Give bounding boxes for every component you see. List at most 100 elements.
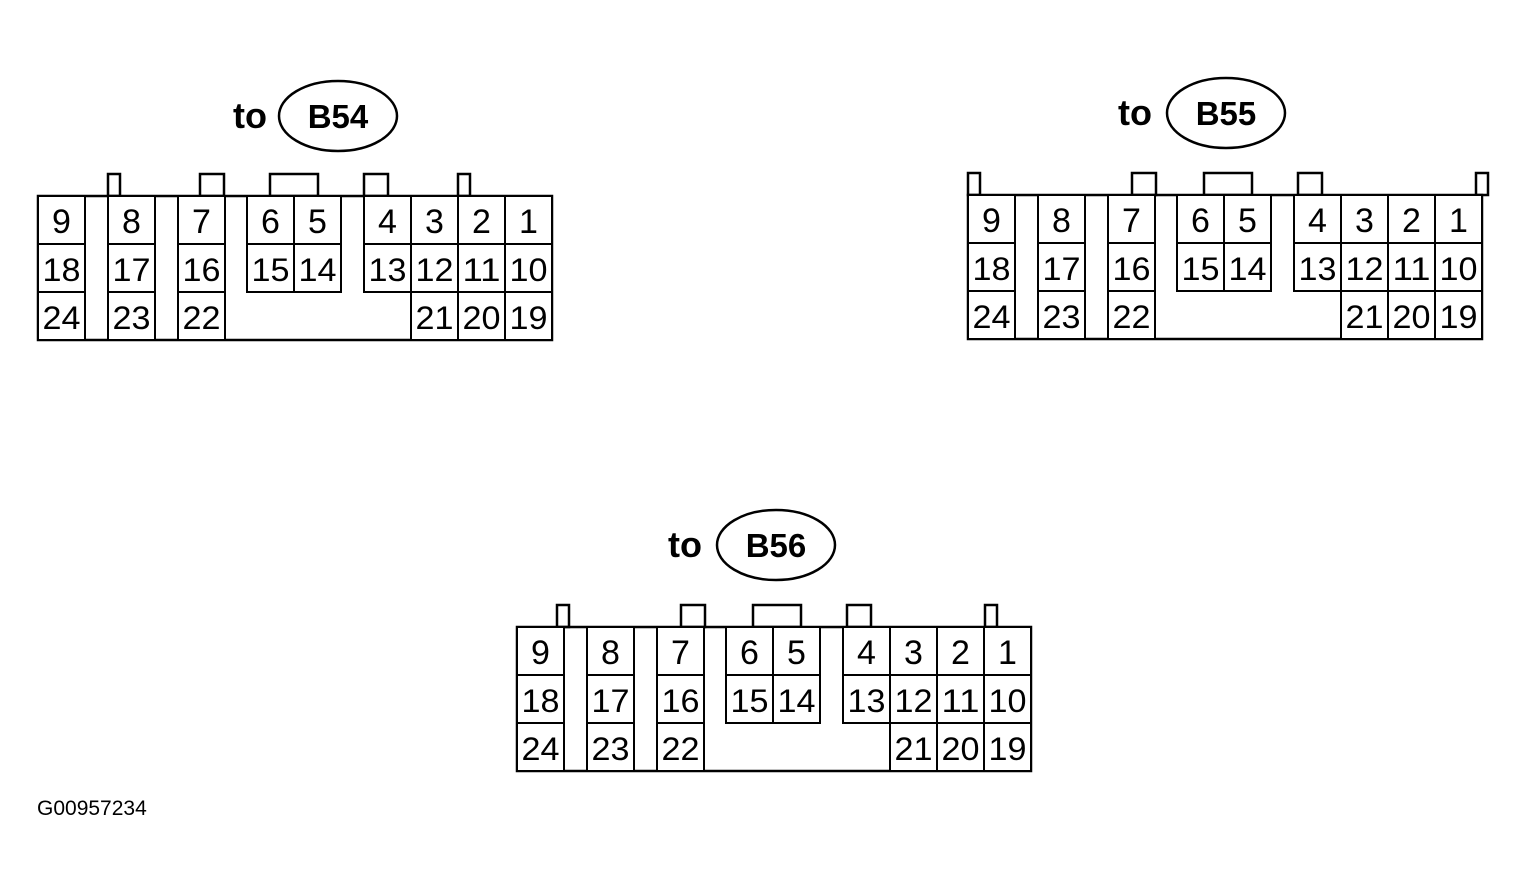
pin-cell (586, 722, 635, 772)
connector-label: B54 (308, 98, 369, 135)
pin-number: 11 (463, 252, 501, 288)
connector-label: B55 (1196, 95, 1257, 132)
pin-number: 14 (1229, 251, 1267, 287)
pin-number: 2 (951, 634, 970, 672)
pin-number: 8 (122, 203, 141, 241)
pin-number: 12 (1346, 251, 1384, 287)
connector-label-ellipse (715, 508, 837, 582)
pin-number: 12 (895, 683, 933, 719)
housing-tab (1296, 171, 1324, 197)
pin-cell (457, 243, 506, 293)
pin-number: 7 (192, 203, 211, 241)
pin-cell (504, 243, 553, 293)
housing-tab (845, 603, 873, 629)
pin-cell (504, 195, 553, 245)
pin-number: 15 (252, 252, 290, 288)
pin-cell (363, 243, 412, 293)
pin-cell (1223, 242, 1272, 292)
pin-number: 23 (113, 300, 151, 336)
pin-cell (967, 290, 1016, 340)
pin-cell (1176, 242, 1225, 292)
pin-number: 9 (982, 202, 1001, 240)
pin-cell (177, 291, 226, 341)
pin-cell (586, 674, 635, 724)
pin-number: 6 (740, 634, 759, 672)
pin-number: 18 (522, 683, 560, 719)
pin-number: 16 (183, 252, 221, 288)
pin-cell (983, 674, 1032, 724)
pin-cell (772, 674, 821, 724)
pin-number: 4 (378, 203, 397, 241)
pin-number: 22 (662, 731, 700, 767)
pin-number: 1 (998, 634, 1017, 672)
pin-number: 17 (1043, 251, 1081, 287)
pin-cell (363, 195, 412, 245)
connector-label: B56 (746, 527, 807, 564)
pin-number: 20 (463, 300, 501, 336)
housing-tab (1202, 171, 1254, 197)
pin-number: 5 (787, 634, 806, 672)
housing-tab (362, 172, 390, 198)
pin-cell (516, 722, 565, 772)
pin-number: 22 (1113, 299, 1151, 335)
pin-number: 21 (416, 300, 454, 336)
housing-tab (1474, 171, 1490, 197)
pin-number: 19 (989, 731, 1027, 767)
pin-number: 4 (1308, 202, 1327, 240)
pin-number: 21 (1346, 299, 1384, 335)
pin-cell (1340, 290, 1389, 340)
pin-cell (1223, 194, 1272, 244)
pin-cell (107, 291, 156, 341)
pin-number: 10 (989, 683, 1027, 719)
pin-cell (1387, 290, 1436, 340)
pin-cell (177, 243, 226, 293)
pin-cell (177, 195, 226, 245)
pin-number: 13 (1299, 251, 1337, 287)
housing-tab (268, 172, 320, 198)
pin-number: 3 (425, 203, 444, 241)
housing-tab (751, 603, 803, 629)
housing-tab (106, 172, 122, 198)
pin-number: 24 (43, 300, 81, 336)
pin-cell (725, 674, 774, 724)
figure-id: G00957234 (37, 797, 147, 820)
pin-number: 2 (1402, 202, 1421, 240)
pin-number: 16 (662, 683, 700, 719)
pin-number: 5 (308, 203, 327, 241)
pin-number: 3 (1355, 202, 1374, 240)
pin-number: 21 (895, 731, 933, 767)
pin-number: 6 (1191, 202, 1210, 240)
housing-tab (983, 603, 999, 629)
pin-cell (516, 674, 565, 724)
pin-number: 24 (973, 299, 1011, 335)
pin-number: 24 (522, 731, 560, 767)
housing-tab (456, 172, 472, 198)
pin-cell (1434, 242, 1483, 292)
pin-cell (107, 243, 156, 293)
connector-prefix: to (233, 95, 267, 136)
pin-number: 20 (942, 731, 980, 767)
pin-number: 16 (1113, 251, 1151, 287)
pin-number: 12 (416, 252, 454, 288)
pin-number: 1 (1449, 202, 1468, 240)
pin-number: 7 (671, 634, 690, 672)
pin-number: 19 (1440, 299, 1478, 335)
pin-cell (1107, 290, 1156, 340)
pin-cell (246, 195, 295, 245)
pin-number: 4 (857, 634, 876, 672)
pin-number: 9 (52, 203, 71, 241)
pin-number: 14 (778, 683, 816, 719)
pin-cell (842, 626, 891, 676)
pin-number: 17 (592, 683, 630, 719)
pin-cell (1037, 290, 1086, 340)
pin-cell (983, 722, 1032, 772)
pin-cell (1037, 194, 1086, 244)
pin-number: 2 (472, 203, 491, 241)
housing-tab (966, 171, 982, 197)
pin-number: 10 (1440, 251, 1478, 287)
pin-number: 5 (1238, 202, 1257, 240)
pin-cell (1434, 194, 1483, 244)
pin-number: 20 (1393, 299, 1431, 335)
